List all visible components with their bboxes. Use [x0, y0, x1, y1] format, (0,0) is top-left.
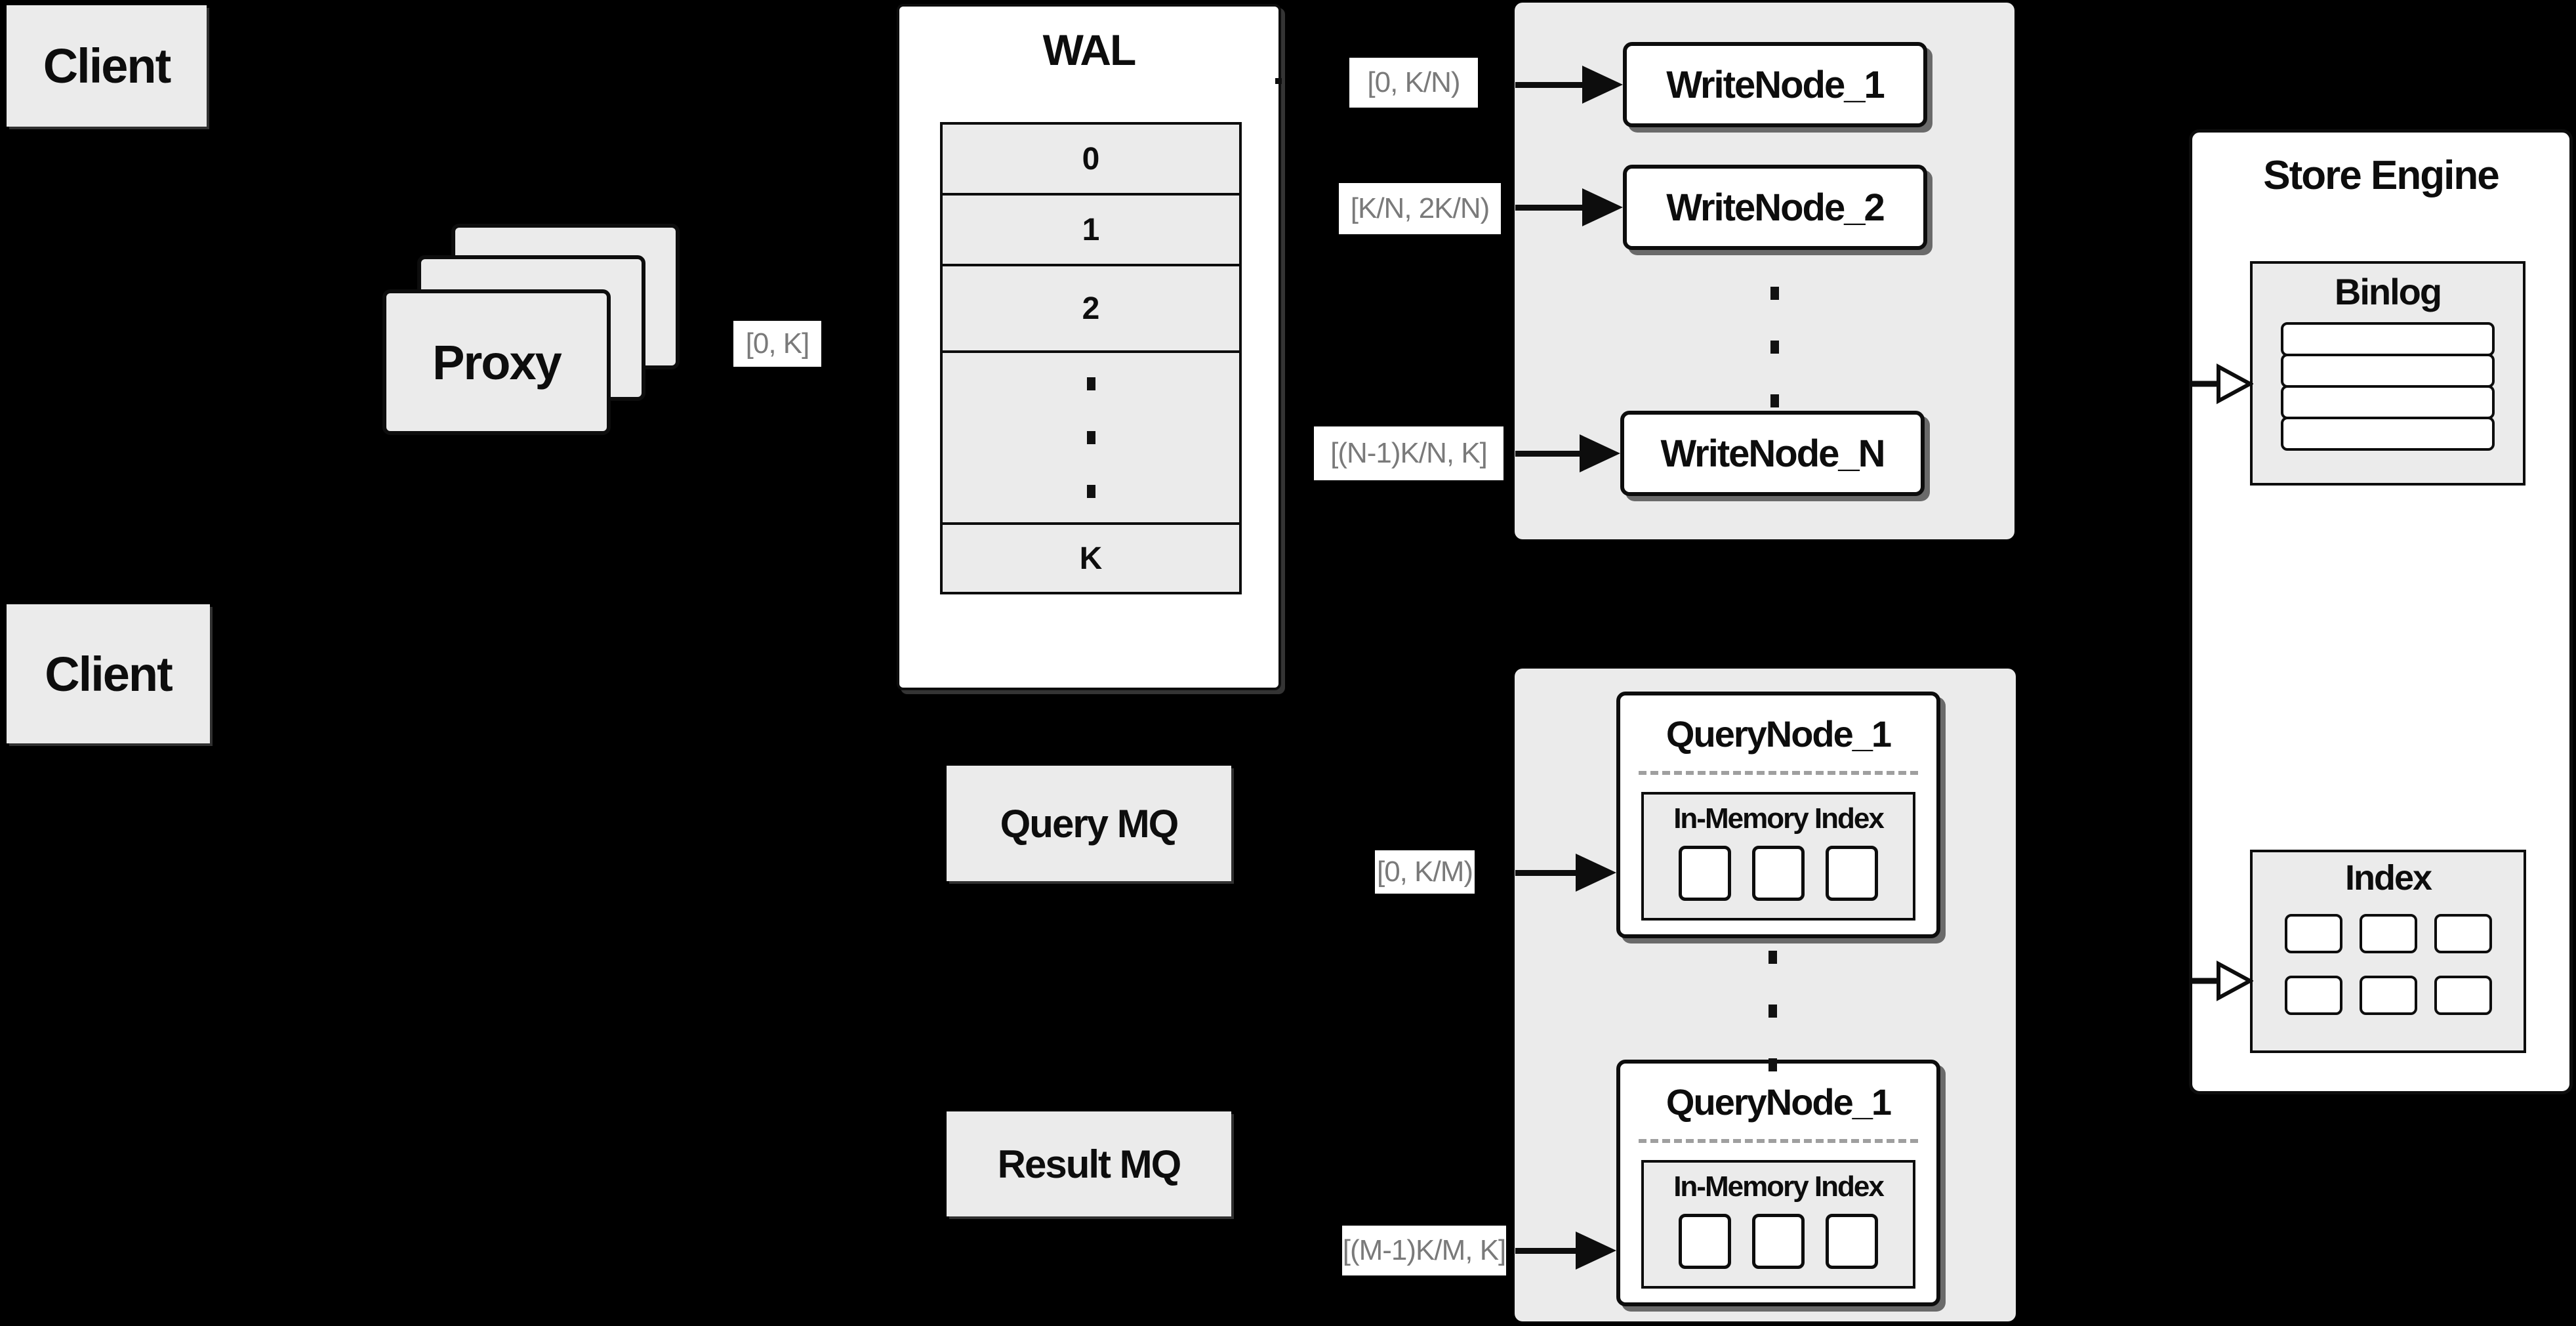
client-bottom-label: Client — [45, 646, 173, 701]
segment-chip — [1679, 1214, 1731, 1269]
wal-row-ellipsis — [943, 353, 1239, 525]
arrow-to-binlog-icon — [2191, 363, 2253, 405]
arrow-to-querynode-1-icon — [1515, 854, 1616, 892]
index-label: Index — [2344, 858, 2432, 898]
wal-row-1: 1 — [943, 196, 1239, 266]
index-chip — [2359, 976, 2417, 1015]
ellipsis-dots-icon — [1086, 377, 1095, 498]
write-range-text-n: [(N-1)K/N, K] — [1330, 437, 1488, 469]
writenodes-ellipsis-icon — [1770, 287, 1779, 407]
querynodes-ellipsis-icon — [1768, 951, 1777, 1071]
store-engine-box: Store Engine Binlog Index — [2189, 129, 2573, 1094]
arrow-to-writenode-2-icon — [1515, 188, 1623, 226]
query-mq-label: Query MQ — [1000, 801, 1179, 846]
index-chip — [2434, 976, 2492, 1015]
index-chips — [2253, 914, 2524, 1015]
querynode-m-divider — [1639, 1139, 1918, 1143]
write-range-label-2: [K/N, 2K/N) — [1339, 183, 1501, 234]
query-range-text-m: [(M-1)K/M, K] — [1342, 1234, 1507, 1266]
query-range-text-1: [0, K/M) — [1376, 856, 1473, 888]
proxy-range-text: [0, K] — [745, 327, 810, 360]
index-box: Index — [2250, 850, 2526, 1053]
querynode-1-divider — [1639, 771, 1918, 775]
writenode-2-box: WriteNode_2 — [1623, 165, 1927, 250]
result-mq-label: Result MQ — [997, 1142, 1182, 1186]
querynode-1-box: QueryNode_1 In-Memory Index — [1616, 692, 1940, 938]
arrow-to-writenode-n-icon — [1515, 434, 1620, 472]
writenode-2-label: WriteNode_2 — [1666, 186, 1885, 229]
write-range-text-1: [0, K/N) — [1367, 66, 1460, 98]
writenode-n-box: WriteNode_N — [1620, 411, 1925, 496]
wal-title: WAL — [1042, 26, 1137, 74]
segment-chip — [1826, 1214, 1878, 1269]
query-mq-box: Query MQ — [947, 766, 1231, 881]
wal-out-connector-stub — [1275, 78, 1282, 84]
write-range-text-2: [K/N, 2K/N) — [1350, 192, 1490, 224]
index-chip — [2284, 914, 2342, 953]
in-memory-index-box-2: In-Memory Index — [1641, 1160, 1915, 1289]
store-engine-title: Store Engine — [2263, 153, 2499, 198]
wal-table: 0 1 2 K — [940, 122, 1242, 594]
writenode-1-label: WriteNode_1 — [1666, 63, 1885, 106]
segment-chip — [1752, 1214, 1805, 1269]
segment-chip — [1679, 846, 1731, 901]
segment-chip — [1752, 846, 1805, 901]
binlog-row — [2281, 417, 2495, 451]
in-memory-index-label-1: In-Memory Index — [1673, 802, 1885, 835]
binlog-box: Binlog — [2250, 261, 2525, 486]
index-segments-1 — [1644, 846, 1913, 901]
proxy-range-label: [0, K] — [733, 321, 821, 367]
proxy-label: Proxy — [432, 335, 562, 390]
wal-row-0: 0 — [943, 125, 1239, 196]
proxy-card-front: Proxy — [382, 289, 611, 435]
index-chip — [2434, 914, 2492, 953]
querynode-m-label: QueryNode_1 — [1666, 1081, 1892, 1123]
segment-chip — [1826, 846, 1878, 901]
client-top-label: Client — [43, 39, 172, 93]
writenode-1-box: WriteNode_1 — [1623, 42, 1927, 127]
query-range-label-m: [(M-1)K/M, K] — [1342, 1226, 1506, 1275]
arrow-to-querynode-m-icon — [1515, 1232, 1616, 1270]
index-chip — [2284, 976, 2342, 1015]
result-mq-box: Result MQ — [947, 1111, 1231, 1216]
binlog-rows — [2253, 322, 2523, 451]
in-memory-index-box-1: In-Memory Index — [1641, 792, 1915, 921]
binlog-row — [2281, 385, 2495, 419]
client-box-bottom: Client — [7, 604, 210, 743]
binlog-row — [2281, 322, 2495, 356]
client-box-top: Client — [7, 5, 207, 127]
write-range-label-n: [(N-1)K/N, K] — [1314, 426, 1503, 480]
wal-row-2: 2 — [943, 266, 1239, 353]
arrow-to-writenode-1-icon — [1515, 66, 1623, 104]
wal-row-k: K — [1079, 541, 1103, 576]
arrow-to-index-icon — [2191, 960, 2253, 1002]
query-range-label-1: [0, K/M) — [1375, 850, 1475, 894]
wal-box: WAL 0 1 2 K — [897, 4, 1281, 690]
binlog-row — [2281, 354, 2495, 388]
write-range-label-1: [0, K/N) — [1349, 58, 1478, 108]
index-segments-2 — [1644, 1214, 1913, 1269]
querynode-m-box: QueryNode_1 In-Memory Index — [1616, 1060, 1940, 1306]
writenode-n-label: WriteNode_N — [1660, 432, 1885, 475]
index-chip — [2359, 914, 2417, 953]
binlog-label: Binlog — [2334, 271, 2442, 312]
querynode-1-label: QueryNode_1 — [1666, 713, 1892, 755]
in-memory-index-label-2: In-Memory Index — [1673, 1171, 1885, 1203]
